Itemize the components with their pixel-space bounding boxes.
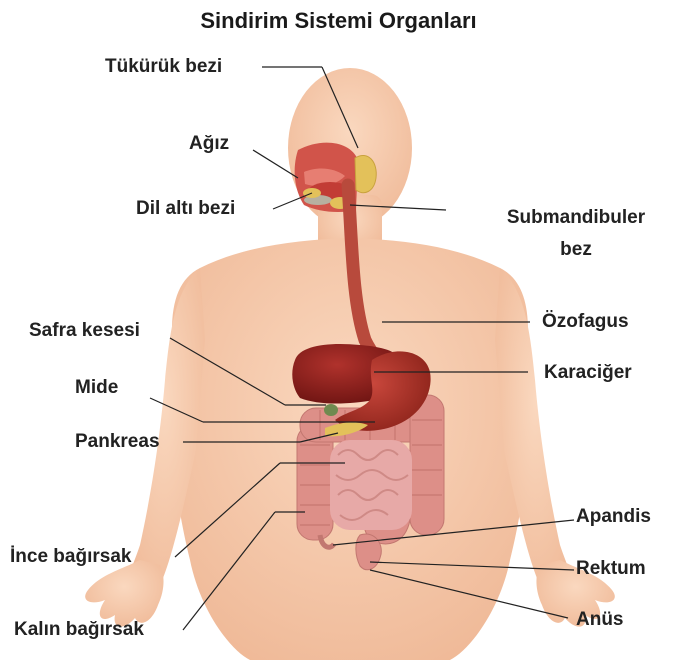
- gallbladder: [324, 404, 338, 416]
- label-safra-kesesi: Safra kesesi: [29, 320, 140, 342]
- label-anus: Anüs: [576, 609, 624, 631]
- label-kalin-bagirsak: Kalın bağırsak: [14, 619, 144, 641]
- label-dil-alti-bezi: Dil altı bezi: [136, 198, 235, 220]
- label-agiz: Ağız: [189, 133, 229, 155]
- label-rektum: Rektum: [576, 558, 646, 580]
- label-karaciger: Karaciğer: [544, 362, 632, 384]
- label-submandibuler-line2: bez: [486, 239, 666, 261]
- label-ozofagus: Özofagus: [542, 311, 629, 333]
- label-ince-bagirsak: İnce bağırsak: [10, 546, 131, 568]
- label-submandibuler: Submandibuler bez: [486, 207, 666, 261]
- small-intestine: [330, 440, 412, 530]
- label-submandibuler-line1: Submandibuler: [486, 207, 666, 229]
- label-apandis: Apandis: [576, 506, 651, 528]
- label-pankreas: Pankreas: [75, 431, 160, 453]
- label-tukuruk-bezi: Tükürük bezi: [105, 56, 222, 78]
- label-mide: Mide: [75, 377, 118, 399]
- parotid-gland: [355, 155, 376, 192]
